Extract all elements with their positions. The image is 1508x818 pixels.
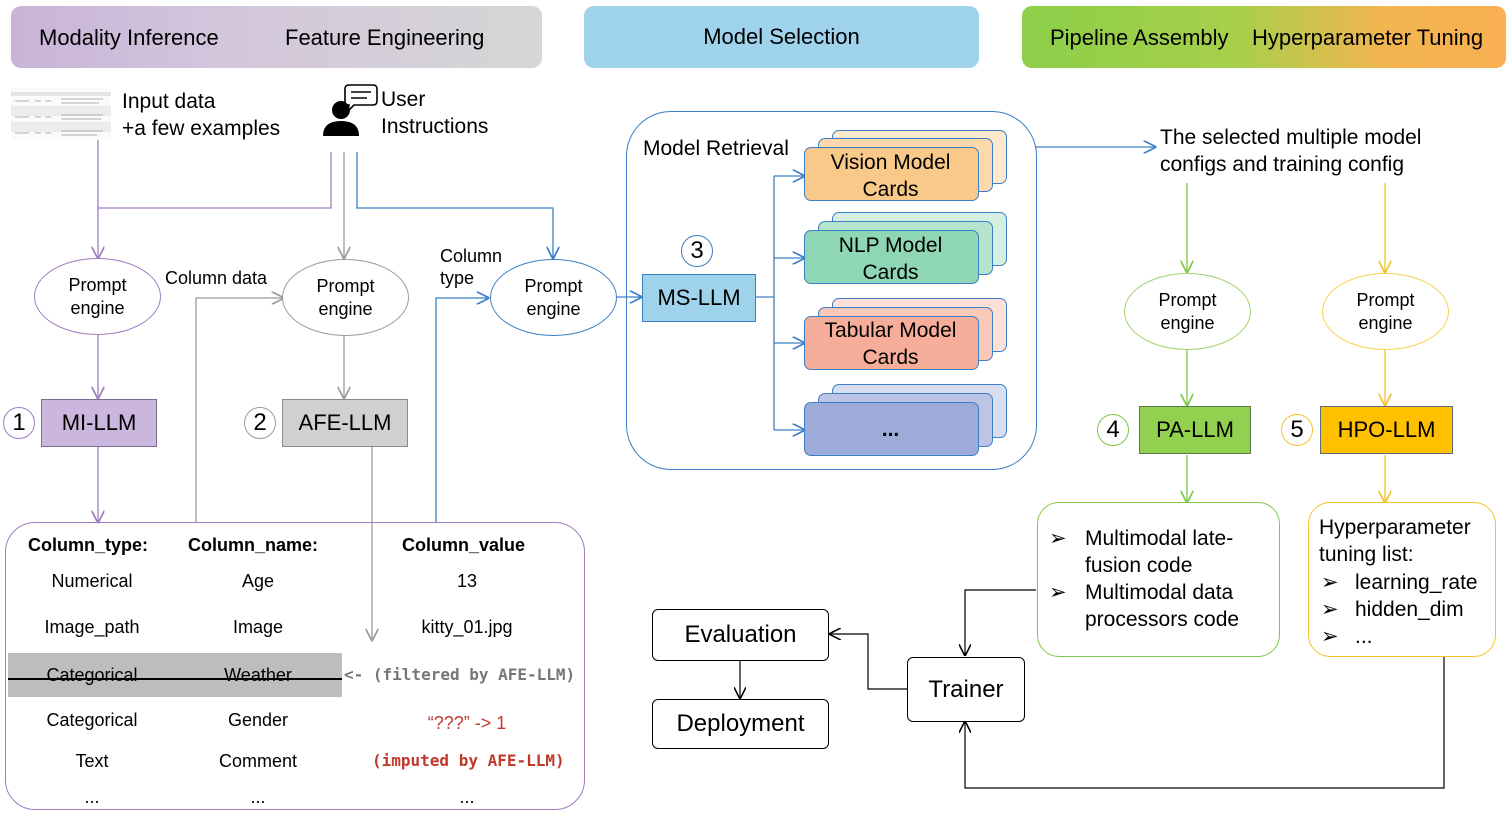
edge-column-type xyxy=(435,298,488,522)
selected-configs-label: The selected multiple model configs and … xyxy=(1160,126,1422,176)
edge-trainer-to-eval xyxy=(830,634,907,690)
afe-llm-box: AFE-LLM xyxy=(282,399,408,447)
edge-user-to-mi-prompt xyxy=(98,152,332,209)
banner-pipeline-hpo: Pipeline Assembly Hyperparameter Tuning xyxy=(1022,6,1506,68)
cell-type-1: Image_path xyxy=(44,617,140,637)
hpo-output-title: Hyperparameter tuning list: xyxy=(1319,516,1471,566)
cell-value-3: “???” -> 1 xyxy=(427,713,507,733)
banner-hpo-label: Hyperparameter Tuning xyxy=(1252,25,1484,50)
edge-user-to-ms-prompt xyxy=(356,152,553,258)
hpo-item-3: ... xyxy=(1355,625,1373,648)
hpo-bullet-marker-1: ➢ xyxy=(1321,571,1339,594)
banner-model-selection-label: Model Selection xyxy=(703,24,860,49)
trainer-box: Trainer xyxy=(907,657,1025,722)
deployment-box: Deployment xyxy=(652,699,829,749)
cell-name-2: Weather xyxy=(224,665,292,685)
data-table-icon xyxy=(11,88,111,140)
nlp-model-cards xyxy=(804,230,979,284)
cell-name-4: Comment xyxy=(218,751,298,771)
banner-feature-label: Feature Engineering xyxy=(285,25,485,50)
hpo-output-box xyxy=(1308,502,1496,657)
cell-type-2: Categorical xyxy=(46,665,138,685)
hpo-llm-box: HPO-LLM xyxy=(1320,406,1453,454)
cell-name-5: ... xyxy=(250,787,266,807)
pa-bullet-marker-1: ➢ xyxy=(1049,527,1067,550)
cell-value-1: kitty_01.jpg xyxy=(421,617,513,637)
filtered-row-strikethrough xyxy=(8,678,342,680)
cell-value-0: 13 xyxy=(456,571,478,591)
model-retrieval-title: Model Retrieval xyxy=(643,137,789,160)
filtered-note: <- (filtered by AFE-LLM) xyxy=(344,665,576,684)
column-data-label: Column data xyxy=(165,268,268,288)
edge-hpo-to-trainer xyxy=(965,657,1445,789)
mi-llm-box: MI-LLM xyxy=(41,399,157,447)
hpo-item-1: learning_rate xyxy=(1355,571,1478,594)
model-retrieval-container xyxy=(626,111,1037,470)
cell-name-0: Age xyxy=(241,571,275,591)
edge-pa-to-trainer xyxy=(965,589,1036,655)
imputed-note: (imputed by AFE-LLM) xyxy=(372,751,565,770)
column-type-label: Column type xyxy=(440,246,503,288)
step-number-1: 1 xyxy=(3,407,35,439)
banner-pipeline-label: Pipeline Assembly xyxy=(1050,25,1229,50)
header-column-type: Column_type: xyxy=(28,535,149,555)
step-number-4: 4 xyxy=(1097,414,1129,446)
step-number-3: 3 xyxy=(681,235,713,267)
edge-column-data xyxy=(195,298,283,522)
cell-type-5: ... xyxy=(84,787,100,807)
pa-bullet-marker-2: ➢ xyxy=(1049,581,1067,604)
cell-name-3: Gender xyxy=(227,710,289,730)
cell-type-4: Text xyxy=(75,751,109,771)
header-column-value: Column_value xyxy=(402,535,526,555)
pa-output-box xyxy=(1037,502,1280,657)
header-column-name: Column_name: xyxy=(188,535,319,555)
hpo-item-2: hidden_dim xyxy=(1355,598,1464,621)
tabular-model-cards xyxy=(804,316,979,370)
column-table-container xyxy=(5,522,585,810)
more-model-cards xyxy=(804,402,979,456)
user-instructions-label: User Instructions xyxy=(381,88,489,138)
cell-name-1: Image xyxy=(232,617,284,637)
banner-model-selection: Model Selection xyxy=(584,6,979,68)
user-icon xyxy=(323,84,378,136)
banner-modality-feature: Modality Inference Feature Engineering xyxy=(11,6,542,68)
cell-type-0: Numerical xyxy=(51,571,133,591)
banner-modality-label: Modality Inference xyxy=(39,25,219,50)
evaluation-box: Evaluation xyxy=(652,609,829,661)
cell-value-5: ... xyxy=(459,787,475,807)
more-cards-label: ... xyxy=(881,418,900,441)
input-data-label: Input data +a few examples xyxy=(122,90,281,140)
step-number-5: 5 xyxy=(1281,414,1313,446)
pa-output-text-1: Multimodal late- fusion code xyxy=(1085,527,1234,577)
hpo-bullet-marker-2: ➢ xyxy=(1321,598,1339,621)
hpo-bullet-marker-3: ➢ xyxy=(1321,625,1339,648)
pa-output-text-2: Multimodal data processors code xyxy=(1085,581,1240,631)
cell-type-3: Categorical xyxy=(46,710,138,730)
step-number-2: 2 xyxy=(244,407,276,439)
edge-ms-llm-branch xyxy=(754,176,775,430)
vision-model-cards xyxy=(804,147,979,201)
filtered-row-highlight xyxy=(8,653,342,697)
pa-llm-box: PA-LLM xyxy=(1139,406,1251,454)
ms-llm-box: MS-LLM xyxy=(642,274,756,322)
